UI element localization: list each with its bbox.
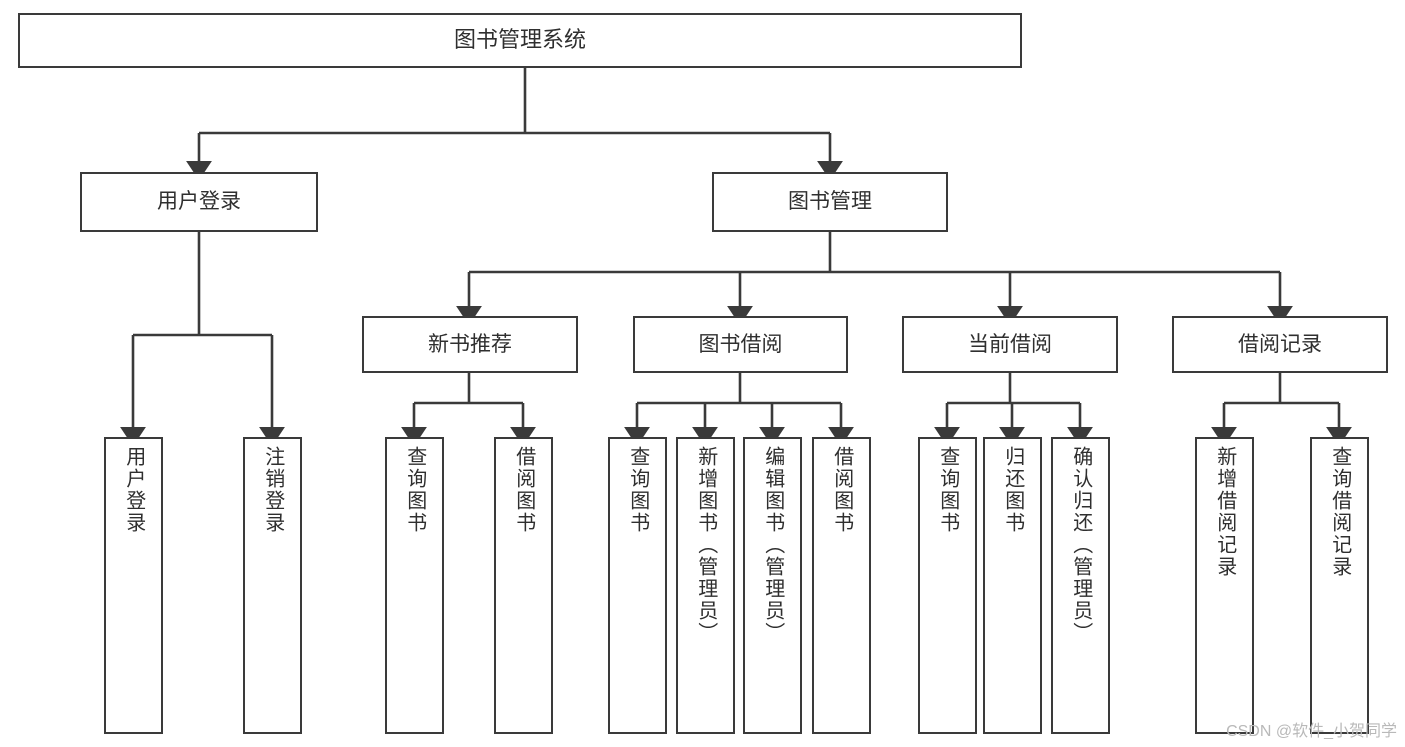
leaf-current-confirm-return-admin[interactable]: 确认归还（管理员） <box>1051 437 1110 734</box>
leaf-record-query-record[interactable]: 查询借阅记录 <box>1310 437 1369 734</box>
node-current-borrow[interactable]: 当前借阅 <box>902 316 1118 373</box>
node-label: 编辑图书（管理员） <box>761 446 784 644</box>
leaf-current-return-book[interactable]: 归还图书 <box>983 437 1042 734</box>
leaf-user-login-logout[interactable]: 注销登录 <box>243 437 302 734</box>
node-label: 用户登录 <box>157 190 241 214</box>
node-label: 当前借阅 <box>968 332 1052 356</box>
leaf-borrow-add-book-admin[interactable]: 新增图书（管理员） <box>676 437 735 734</box>
node-label: 新书推荐 <box>428 332 512 356</box>
node-label: 查询图书 <box>626 446 649 534</box>
node-label: 图书管理 <box>788 190 872 214</box>
node-label: 查询图书 <box>936 446 959 534</box>
node-label: 借阅图书 <box>512 446 535 534</box>
node-borrow-record[interactable]: 借阅记录 <box>1172 316 1388 373</box>
leaf-borrow-edit-book-admin[interactable]: 编辑图书（管理员） <box>743 437 802 734</box>
leaf-record-add-record[interactable]: 新增借阅记录 <box>1195 437 1254 734</box>
node-label: 用户登录 <box>122 446 145 534</box>
leaf-user-login-login[interactable]: 用户登录 <box>104 437 163 734</box>
leaf-current-query-book[interactable]: 查询图书 <box>918 437 977 734</box>
node-book-borrow[interactable]: 图书借阅 <box>633 316 848 373</box>
node-book-management[interactable]: 图书管理 <box>712 172 948 232</box>
node-label: 归还图书 <box>1001 446 1024 534</box>
node-label: 确认归还（管理员） <box>1069 446 1092 644</box>
node-label: 借阅图书 <box>830 446 853 534</box>
leaf-recommend-query-book[interactable]: 查询图书 <box>385 437 444 734</box>
node-label: 注销登录 <box>261 446 284 534</box>
node-label: 查询借阅记录 <box>1328 446 1351 578</box>
node-new-book-recommend[interactable]: 新书推荐 <box>362 316 578 373</box>
node-label: 借阅记录 <box>1238 332 1322 356</box>
leaf-borrow-borrow-book[interactable]: 借阅图书 <box>812 437 871 734</box>
watermark-text: CSDN @软件_小贺同学 <box>1226 723 1397 740</box>
node-user-login[interactable]: 用户登录 <box>80 172 318 232</box>
node-label: 新增借阅记录 <box>1213 446 1236 578</box>
node-label: 图书借阅 <box>698 332 783 356</box>
leaf-borrow-query-book[interactable]: 查询图书 <box>608 437 667 734</box>
node-label: 图书管理系统 <box>453 27 586 53</box>
node-label: 查询图书 <box>403 446 426 534</box>
leaf-recommend-borrow-book[interactable]: 借阅图书 <box>494 437 553 734</box>
node-root-system[interactable]: 图书管理系统 <box>18 13 1022 68</box>
node-label: 新增图书（管理员） <box>694 446 717 644</box>
